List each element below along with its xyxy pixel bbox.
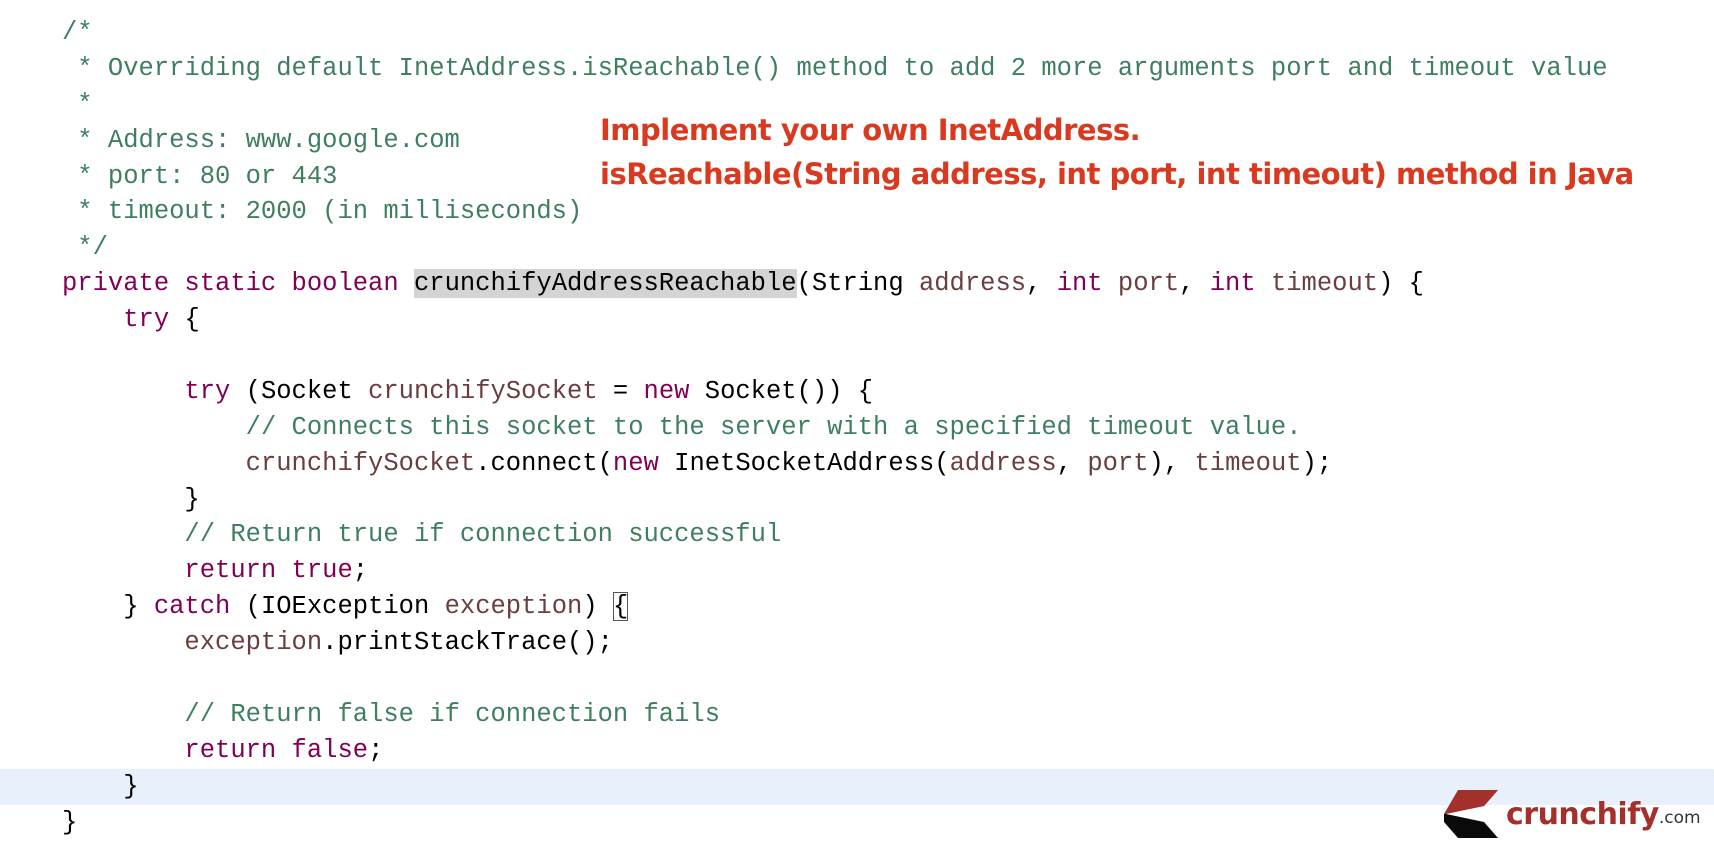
code-text: [62, 520, 184, 549]
code-line[interactable]: }: [0, 482, 1714, 518]
code-text: .connect(: [475, 448, 613, 478]
code-line[interactable]: crunchifySocket.connect(new InetSocketAd…: [0, 446, 1714, 482]
code-text: [62, 736, 184, 765]
code-comment: */: [62, 233, 108, 263]
code-keyword: new: [643, 376, 690, 406]
code-line[interactable]: return true;: [0, 553, 1714, 589]
code-line[interactable]: * Address: www.google.com: [0, 123, 1714, 159]
crunchify-logo: crunchify .com: [1444, 790, 1701, 838]
code-variable: crunchifySocket: [245, 448, 476, 478]
code-keyword: new: [612, 448, 659, 478]
code-text: [62, 556, 184, 585]
code-text: ,: [1026, 269, 1057, 299]
code-line[interactable]: */: [0, 230, 1714, 266]
code-variable: port: [1117, 269, 1180, 299]
code-comment: /*: [62, 18, 93, 47]
code-line[interactable]: * Overriding default InetAddress.isReach…: [0, 51, 1714, 87]
code-line[interactable]: [0, 661, 1714, 697]
code-text: ;: [368, 735, 384, 765]
code-line[interactable]: *: [0, 87, 1714, 123]
code-variable: address: [918, 269, 1027, 299]
code-line[interactable]: * port: 80 or 443: [0, 159, 1714, 195]
code-text: Socket()) {: [689, 376, 874, 406]
code-variable: port: [1087, 448, 1149, 478]
code-variable: address: [949, 448, 1057, 478]
code-text: [62, 377, 184, 406]
code-line[interactable]: // Connects this socket to the server wi…: [0, 410, 1714, 446]
code-line[interactable]: }: [0, 805, 1714, 841]
code-text: ),: [1148, 448, 1195, 478]
code-line[interactable]: try {: [0, 302, 1714, 338]
code-text: ): [582, 592, 613, 622]
code-line[interactable]: exception.printStackTrace();: [0, 625, 1714, 661]
code-text: [62, 305, 123, 334]
code-variable: timeout: [1270, 269, 1379, 299]
code-comment: // Return false if connection fails: [184, 699, 721, 729]
code-comment: *: [62, 89, 93, 119]
code-text: ) {: [1378, 269, 1424, 299]
code-text: InetSocketAddress(: [658, 448, 950, 478]
code-line[interactable]: // Return true if connection successful: [0, 517, 1714, 553]
code-keyword: try: [184, 376, 231, 406]
code-text: ,: [1179, 269, 1210, 299]
code-line[interactable]: } catch (IOException exception) {: [0, 589, 1714, 625]
annotation-line-2: isReachable(String address, int port, in…: [600, 157, 1634, 191]
code-variable: timeout: [1194, 448, 1302, 478]
code-text: }: [62, 592, 154, 622]
code-line[interactable]: [0, 338, 1714, 374]
code-comment: * Address: www.google.com: [62, 125, 460, 155]
code-text: }: [62, 807, 78, 837]
code-text: .printStackTrace();: [322, 628, 613, 658]
code-line[interactable]: // Return false if connection fails: [0, 697, 1714, 733]
code-text: [62, 628, 184, 657]
code-line[interactable]: try (Socket crunchifySocket = new Socket…: [0, 374, 1714, 410]
code-text: ;: [352, 556, 369, 586]
highlighted-method-name: crunchifyAddressReachable: [413, 269, 797, 299]
code-keyword: return false: [184, 735, 369, 765]
code-text: (IOException: [230, 592, 445, 622]
code-text: [62, 449, 246, 478]
code-text: =: [597, 376, 644, 406]
code-keyword: private static boolean: [62, 269, 414, 299]
code-keyword: catch: [153, 592, 231, 622]
code-comment: * port: 80 or 443: [62, 161, 338, 191]
code-line[interactable]: /*: [0, 15, 1714, 51]
code-text: }: [62, 771, 139, 801]
code-text: ,: [1056, 448, 1088, 478]
crunchify-logo-icon: [1444, 790, 1498, 838]
logo-tld: .com: [1658, 808, 1701, 828]
code-text: (Socket: [230, 376, 369, 406]
code-keyword: try: [123, 305, 170, 335]
code-text: }: [62, 484, 200, 514]
logo-word: crunchify: [1506, 796, 1659, 832]
code-text: {: [169, 305, 200, 335]
code-text: );: [1301, 448, 1333, 478]
code-keyword: return true: [184, 556, 353, 586]
code-line[interactable]: * timeout: 2000 (in milliseconds): [0, 194, 1714, 230]
code-line[interactable]: }: [0, 768, 1714, 805]
code-text: (String: [796, 269, 919, 299]
code-variable: exception: [444, 592, 583, 622]
code-comment: // Return true if connection successful: [184, 520, 782, 550]
code-variable: crunchifySocket: [368, 376, 598, 406]
code-text: [62, 413, 246, 442]
code-line[interactable]: return false;: [0, 733, 1714, 769]
code-keyword: int: [1209, 269, 1271, 299]
code-comment: * Overriding default InetAddress.isReach…: [62, 53, 1608, 83]
code-text: [62, 700, 184, 729]
annotation-line-1: Implement your own InetAddress.: [600, 113, 1141, 147]
annotation-title: Implement your own InetAddress. isReacha…: [600, 108, 1634, 196]
code-line[interactable]: private static boolean crunchifyAddressR…: [0, 266, 1714, 302]
matched-bracket: {: [612, 592, 629, 622]
code-editor[interactable]: /* * Overriding default InetAddress.isRe…: [0, 15, 1714, 840]
code-keyword: int: [1056, 269, 1118, 299]
code-comment: // Connects this socket to the server wi…: [245, 412, 1302, 442]
code-comment: * timeout: 2000 (in milliseconds): [62, 197, 583, 227]
code-variable: exception: [184, 628, 323, 658]
